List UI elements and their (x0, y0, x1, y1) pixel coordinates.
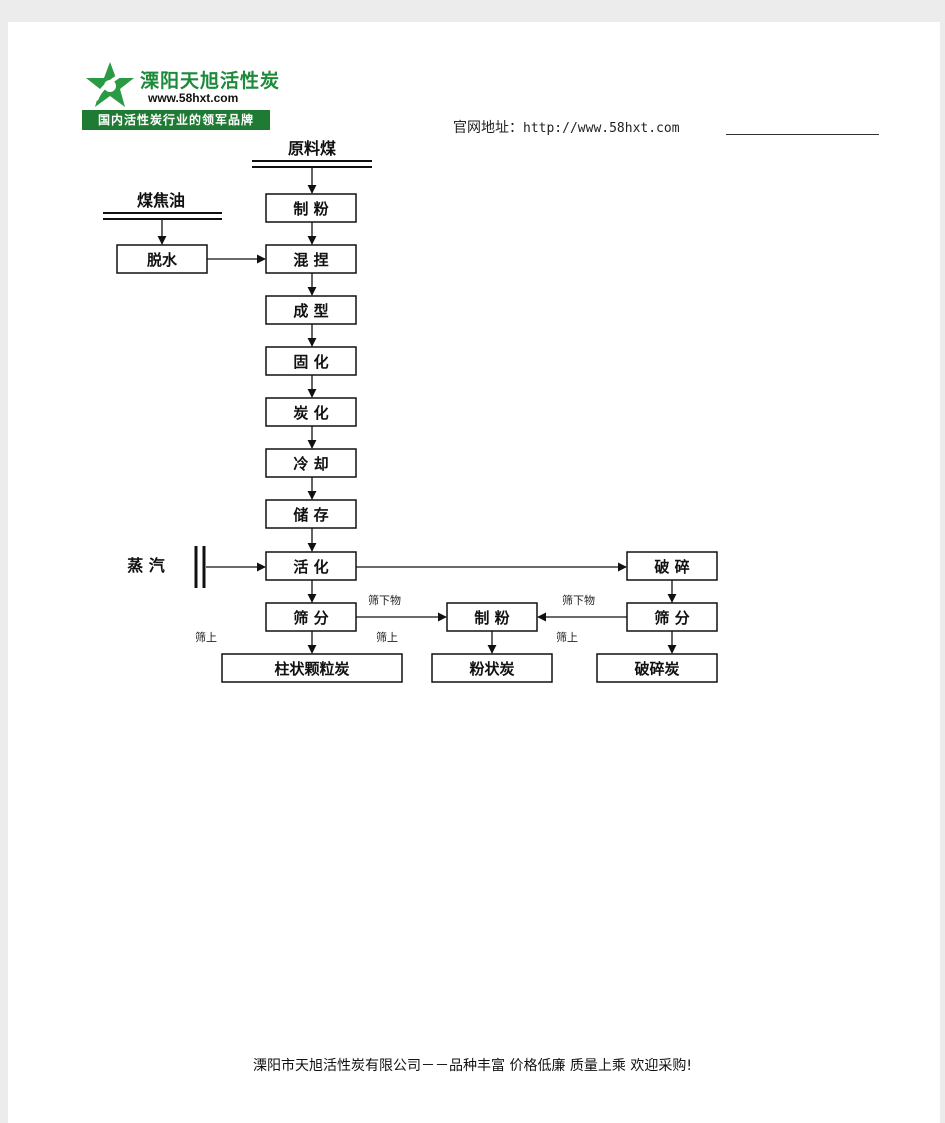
footer-slogan: 溧阳市天旭活性炭有限公司－－品种丰富 价格低廉 质量上乘 欢迎采购! (0, 1055, 945, 1075)
step-box-cure: 固 化 (265, 346, 357, 376)
site-address: 官网地址：http://www.58hxt.com (453, 117, 680, 137)
step-box-shape: 成 型 (265, 295, 357, 325)
product-label: 柱状颗粒炭 (274, 660, 349, 678)
step-box-dehydrate: 脱水 (116, 244, 208, 274)
step-label: 制 粉 (474, 609, 509, 627)
step-box-sieve-left: 筛 分 (265, 602, 357, 632)
raw-coal-label: 原料煤 (288, 139, 336, 158)
step-box-store: 储 存 (265, 499, 357, 529)
step-label: 成 型 (293, 302, 328, 320)
logo-url: www.58hxt.com (148, 91, 239, 105)
coal-tar-label: 煤焦油 (137, 191, 185, 210)
step-label: 脱水 (147, 251, 178, 269)
oversize-label-left: 筛上 (195, 630, 217, 644)
product-label: 粉状炭 (469, 660, 514, 678)
step-label: 储 存 (293, 506, 328, 524)
oversize-label-mid: 筛上 (376, 630, 398, 644)
step-label: 冷 却 (293, 455, 328, 473)
step-box-powder-mid: 制 粉 (446, 602, 538, 632)
step-label: 活 化 (293, 558, 328, 576)
step-label: 制 粉 (293, 200, 328, 218)
step-box-crush: 破 碎 (626, 551, 718, 581)
step-label: 炭 化 (293, 404, 328, 422)
step-box-sieve-right: 筛 分 (626, 602, 718, 632)
undersize-label-left: 筛下物 (368, 593, 401, 607)
document-page (8, 22, 940, 1123)
step-box-carbonize: 炭 化 (265, 397, 357, 427)
header-rule (726, 134, 879, 135)
step-label: 混 捏 (293, 251, 328, 269)
step-label: 筛 分 (293, 609, 328, 627)
site-url-link[interactable]: http://www.58hxt.com (523, 121, 680, 136)
footer-slogan-quality: 质量上乘 (569, 1058, 626, 1074)
step-box-powder: 制 粉 (265, 193, 357, 223)
step-label: 破 碎 (654, 558, 689, 576)
steam-label: 蒸 汽 (127, 556, 165, 575)
flow-arrows (157, 168, 677, 654)
undersize-label-right: 筛下物 (562, 593, 595, 607)
site-label: 官网地址： (453, 120, 523, 136)
step-box-knead: 混 捏 (265, 244, 357, 274)
footer-slogan-welcome: 欢迎采购! (630, 1058, 692, 1074)
step-label: 固 化 (293, 353, 328, 371)
product-box-powder-carbon: 粉状炭 (431, 653, 553, 683)
product-box-crushed-carbon: 破碎炭 (596, 653, 718, 683)
company-logo: 溧阳天旭活性炭 www.58hxt.com 国内活性炭行业的领军品牌 (82, 60, 279, 135)
leaf-star-icon (86, 62, 134, 107)
oversize-label-right: 筛上 (556, 630, 578, 644)
footer-slogan-price: 价格低廉 (509, 1058, 566, 1074)
step-box-activate: 活 化 (265, 551, 357, 581)
product-box-column-carbon: 柱状颗粒炭 (221, 653, 403, 683)
product-label: 破碎炭 (634, 660, 679, 678)
logo-title: 溧阳天旭活性炭 (140, 70, 281, 92)
step-label: 筛 分 (654, 609, 689, 627)
logo-slogan: 国内活性炭行业的领军品牌 (82, 110, 270, 130)
step-box-cool: 冷 却 (265, 448, 357, 478)
footer-company: 溧阳市天旭活性炭有限公司－－品种丰富 (253, 1058, 505, 1074)
